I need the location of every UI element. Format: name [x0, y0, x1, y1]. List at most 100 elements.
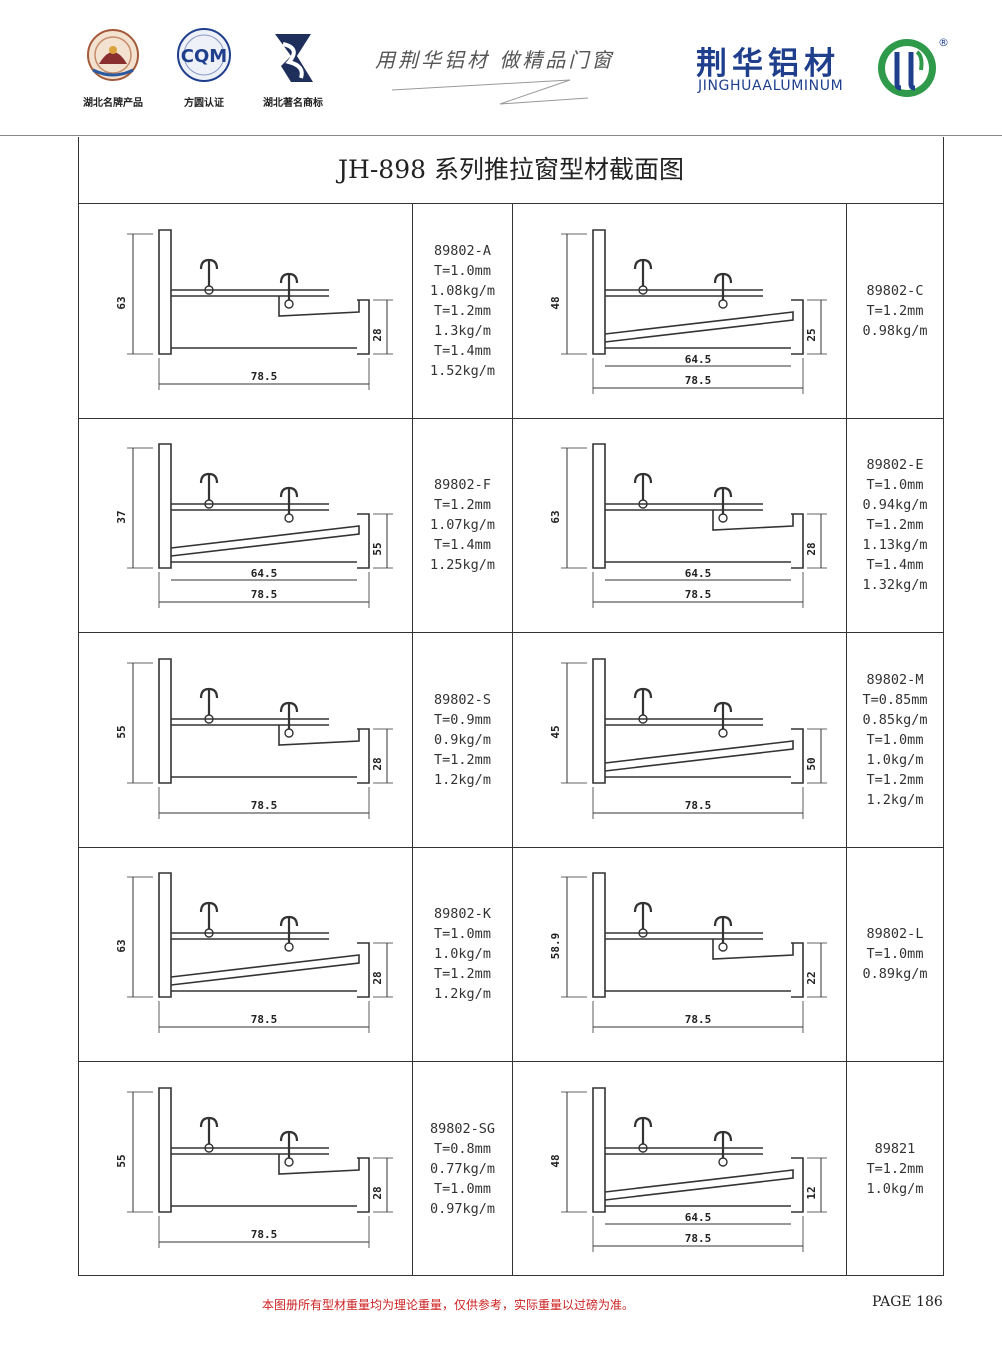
screw-port: [638, 1142, 648, 1153]
dimension-label: 28: [371, 757, 384, 770]
profile-code: 89802-M: [866, 671, 924, 688]
glazing-hook: [713, 1130, 733, 1158]
dimension-label: 64.5: [685, 567, 712, 580]
dimension-label: 63: [115, 940, 128, 953]
dimension-label: 78.5: [685, 374, 712, 387]
glazing-hook: [199, 473, 219, 501]
dimension-label: 78.5: [685, 1232, 712, 1245]
spec-line: 0.97kg/m: [429, 1200, 496, 1217]
screw-port: [284, 942, 294, 952]
brand-name-english: JINGHUAALUMINUM: [698, 78, 844, 94]
glazing-hook: [713, 701, 733, 729]
screw-port: [718, 299, 728, 309]
dimension-label: 48: [549, 296, 562, 309]
brand-name-chinese: 荆华铝材: [696, 46, 840, 82]
glazing-hook: [199, 258, 219, 286]
famous-trademark-icon: [275, 34, 313, 82]
profile-code: 89802-K: [434, 906, 491, 923]
glazing-hook: [713, 916, 733, 944]
spec-line: 1.0kg/m: [866, 751, 924, 768]
glazing-hook: [633, 473, 653, 501]
profile-drawing: 48 25 64.5 78.5: [549, 229, 827, 394]
cqm-mark: CQM: [181, 46, 227, 67]
screw-port: [718, 1156, 728, 1167]
glazing-hook: [633, 258, 653, 286]
dimension-label: 63: [115, 296, 128, 309]
spec-line: T=1.2mm: [434, 966, 491, 983]
spec-line: 1.3kg/m: [434, 323, 491, 339]
spec-line: 0.89kg/m: [862, 966, 928, 983]
profile-spec: 89802-L T=1.0mm 0.89kg/m: [847, 924, 943, 984]
glazing-hook: [279, 272, 299, 300]
dimension-label: 55: [115, 1154, 128, 1167]
spec-line: T=1.2mm: [866, 1160, 924, 1177]
profile-section: [127, 657, 393, 819]
jinghua-logo-icon: [878, 39, 936, 97]
provincial-brand-emblem-icon: [87, 29, 139, 81]
glazing-hook: [199, 1116, 219, 1144]
dimension-label: 78.5: [685, 588, 712, 601]
dimension-label: 28: [371, 328, 384, 341]
dimension-label: 12: [805, 1186, 818, 1199]
screw-port: [204, 1142, 214, 1153]
profile-section: [127, 1086, 393, 1248]
dimension-label: 50: [805, 757, 818, 770]
profile-code: 89802-C: [866, 283, 924, 299]
dimension-label: 28: [805, 543, 818, 556]
dimension-label: 78.5: [251, 588, 278, 601]
spec-line: T=1.2mm: [866, 771, 924, 788]
spec-line: T=1.0mm: [434, 926, 491, 943]
profile-spec-cell: 89802-L T=1.0mm 0.89kg/m: [847, 847, 943, 1061]
dimension-label: 45: [549, 725, 562, 738]
dimension-label: 64.5: [685, 353, 712, 366]
header-divider: [0, 135, 1002, 136]
spec-line: 0.9kg/m: [434, 731, 491, 748]
profile-code: 89802-SG: [429, 1120, 496, 1137]
screw-port: [284, 299, 294, 309]
certification-badge: 湖北名牌产品: [68, 26, 158, 109]
spec-line: 1.07kg/m: [429, 517, 496, 534]
profile-code: 89802-L: [866, 926, 924, 943]
dimension-label: 55: [371, 543, 384, 556]
glazing-hook: [279, 701, 299, 729]
dimension-label: 48: [549, 1154, 562, 1167]
glazing-hook: [713, 487, 733, 515]
dimension-label: 25: [805, 328, 818, 341]
spec-line: T=1.2mm: [866, 517, 924, 534]
screw-port: [204, 499, 214, 510]
dimension-label: 78.5: [251, 799, 278, 812]
spec-line: T=1.2mm: [434, 751, 491, 768]
screw-port: [284, 513, 294, 524]
spec-line: T=1.2mm: [866, 303, 924, 319]
brand-slogan: 用荆华铝材 做精品门窗: [375, 48, 615, 72]
spec-line: 1.52kg/m: [429, 363, 496, 379]
spec-line: T=1.0mm: [866, 946, 924, 963]
profile-section: [561, 1086, 827, 1252]
spec-line: 1.13kg/m: [862, 537, 928, 554]
